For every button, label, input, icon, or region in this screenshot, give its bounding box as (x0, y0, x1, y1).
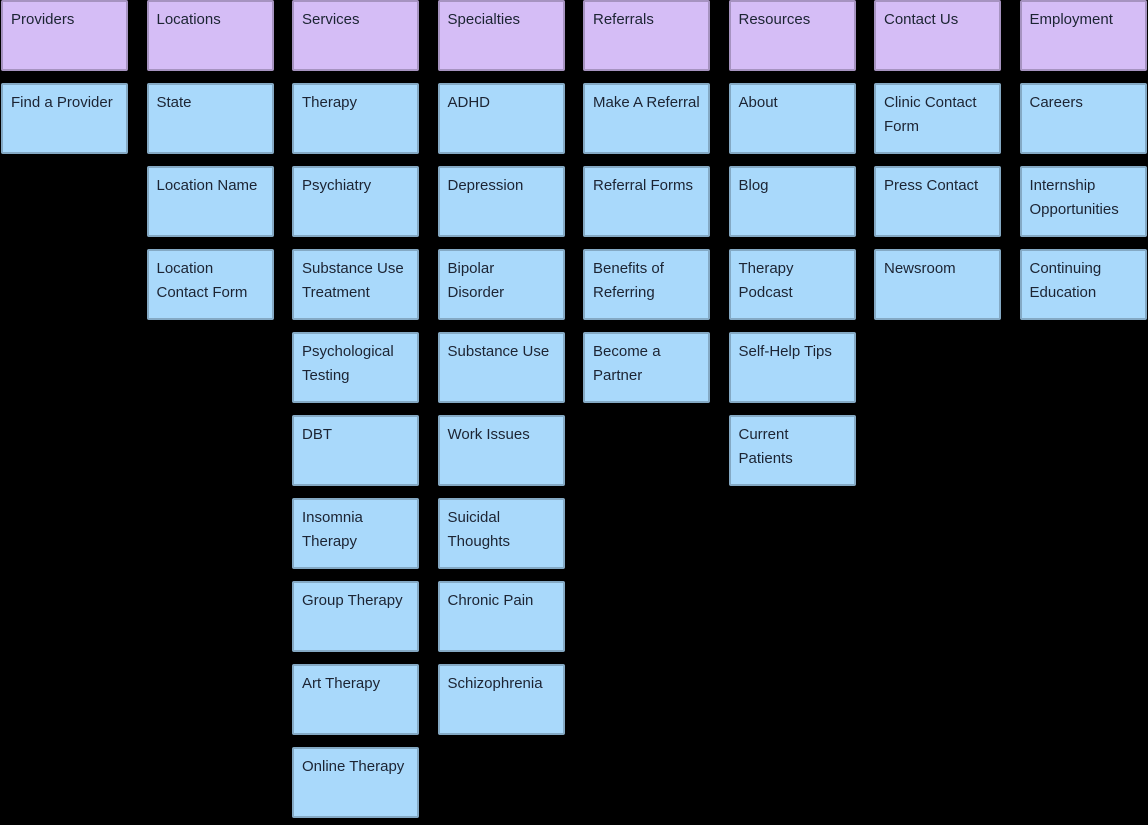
subpage-node-label: Find a Provider (11, 94, 113, 111)
subpage-node-insomnia-therapy[interactable]: Insomnia Therapy (292, 498, 419, 569)
page-node-services[interactable]: Services (292, 0, 419, 71)
subpage-node-label: Make A Referral (593, 94, 700, 111)
subpage-node-psychiatry[interactable]: Psychiatry (292, 166, 419, 237)
subpage-node-label: Careers (1029, 94, 1083, 111)
subpage-node-label: Location Contact Form (156, 260, 248, 301)
subpage-node-label: Group Therapy (302, 592, 403, 609)
subpage-node-therapy-podcast[interactable]: Therapy Podcast (728, 249, 856, 320)
subpage-node-blog[interactable]: Blog (728, 166, 856, 237)
subpage-node-label: Work Issues (447, 426, 530, 443)
subpage-node-location-contact-form[interactable]: Location Contact Form (146, 249, 274, 320)
subpage-node-label: Current Patients (738, 426, 793, 467)
page-node-providers[interactable]: Providers (1, 0, 128, 71)
subpage-node-label: Suicidal Thoughts (447, 509, 511, 550)
subpage-node-substance-use[interactable]: Substance Use (437, 332, 565, 403)
subpage-node-label: Newsroom (884, 260, 956, 277)
subpage-node-schizophrenia[interactable]: Schizophrenia (437, 664, 565, 735)
subpage-node-label: Clinic Contact Form (884, 94, 977, 135)
page-node-label: Services (302, 11, 360, 28)
subpage-node-substance-use-treatment[interactable]: Substance Use Treatment (292, 249, 419, 320)
subpage-node-adhd[interactable]: ADHD (437, 83, 565, 154)
subpage-node-label: Press Contact (884, 177, 979, 194)
subpage-node-label: Self-Help Tips (738, 343, 832, 360)
page-node-referrals[interactable]: Referrals (583, 0, 710, 71)
subpage-node-label: State (156, 94, 192, 111)
subpage-node-label: Psychological Testing (302, 343, 394, 384)
subpage-node-self-help-tips[interactable]: Self-Help Tips (728, 332, 856, 403)
page-node-locations[interactable]: Locations (146, 0, 274, 71)
page-node-label: Contact Us (884, 11, 959, 28)
subpage-node-label: Benefits of Referring (593, 260, 664, 301)
subpage-node-label: Online Therapy (302, 758, 405, 775)
subpage-node-label: DBT (302, 426, 332, 443)
subpage-node-online-therapy[interactable]: Online Therapy (292, 747, 419, 818)
subpage-node-chronic-pain[interactable]: Chronic Pain (437, 581, 565, 652)
subpage-node-benefits-of-referring[interactable]: Benefits of Referring (583, 249, 710, 320)
subpage-node-label: Psychiatry (302, 177, 372, 194)
subpage-node-label: Depression (447, 177, 524, 194)
subpage-node-location-name[interactable]: Location Name (146, 166, 274, 237)
subpage-node-therapy[interactable]: Therapy (292, 83, 419, 154)
page-node-contact-us[interactable]: Contact Us (874, 0, 1001, 71)
subpage-node-careers[interactable]: Careers (1019, 83, 1147, 154)
subpage-node-internship-opportunities[interactable]: Internship Opportunities (1019, 166, 1147, 237)
subpage-node-newsroom[interactable]: Newsroom (874, 249, 1001, 320)
page-node-label: Specialties (447, 11, 521, 28)
subpage-node-work-issues[interactable]: Work Issues (437, 415, 565, 486)
subpage-node-current-patients[interactable]: Current Patients (728, 415, 856, 486)
page-node-label: Referrals (593, 11, 654, 28)
subpage-node-suicidal-thoughts[interactable]: Suicidal Thoughts (437, 498, 565, 569)
subpage-node-art-therapy[interactable]: Art Therapy (292, 664, 419, 735)
subpage-node-label: Insomnia Therapy (302, 509, 363, 550)
subpage-node-continuing-education[interactable]: Continuing Education (1019, 249, 1147, 320)
subpage-node-label: Internship Opportunities (1029, 177, 1119, 218)
subpage-node-label: Blog (738, 177, 769, 194)
subpage-node-psychological-testing[interactable]: Psychological Testing (292, 332, 419, 403)
subpage-node-label: Substance Use Treatment (302, 260, 404, 301)
subpage-node-label: Become a Partner (593, 343, 661, 384)
subpage-node-label: About (738, 94, 778, 111)
subpage-node-press-contact[interactable]: Press Contact (874, 166, 1001, 237)
subpage-node-make-a-referral[interactable]: Make A Referral (583, 83, 710, 154)
subpage-node-bipolar-disorder[interactable]: Bipolar Disorder (437, 249, 565, 320)
subpage-node-label: Therapy (302, 94, 358, 111)
page-node-resources[interactable]: Resources (728, 0, 856, 71)
subpage-node-become-a-partner[interactable]: Become a Partner (583, 332, 710, 403)
subpage-node-label: Art Therapy (302, 675, 381, 692)
subpage-node-referral-forms[interactable]: Referral Forms (583, 166, 710, 237)
page-node-label: Locations (156, 11, 221, 28)
subpage-node-label: Continuing Education (1029, 260, 1102, 301)
subpage-node-label: Substance Use (447, 343, 550, 360)
subpage-node-state[interactable]: State (146, 83, 274, 154)
subpage-node-about[interactable]: About (728, 83, 856, 154)
subpage-node-label: ADHD (447, 94, 491, 111)
page-node-label: Resources (738, 11, 811, 28)
subpage-node-label: Location Name (156, 177, 258, 194)
subpage-node-clinic-contact-form[interactable]: Clinic Contact Form (874, 83, 1001, 154)
subpage-node-label: Chronic Pain (447, 592, 534, 609)
subpage-node-label: Bipolar Disorder (447, 260, 505, 301)
subpage-node-depression[interactable]: Depression (437, 166, 565, 237)
page-node-employment[interactable]: Employment (1019, 0, 1147, 71)
subpage-node-find-a-provider[interactable]: Find a Provider (1, 83, 128, 154)
subpage-node-label: Therapy Podcast (738, 260, 794, 301)
page-node-specialties[interactable]: Specialties (437, 0, 565, 71)
page-node-label: Providers (11, 11, 75, 28)
page-node-label: Employment (1029, 11, 1113, 28)
subpage-node-label: Schizophrenia (447, 675, 543, 692)
subpage-node-dbt[interactable]: DBT (292, 415, 419, 486)
subpage-node-label: Referral Forms (593, 177, 694, 194)
subpage-node-group-therapy[interactable]: Group Therapy (292, 581, 419, 652)
